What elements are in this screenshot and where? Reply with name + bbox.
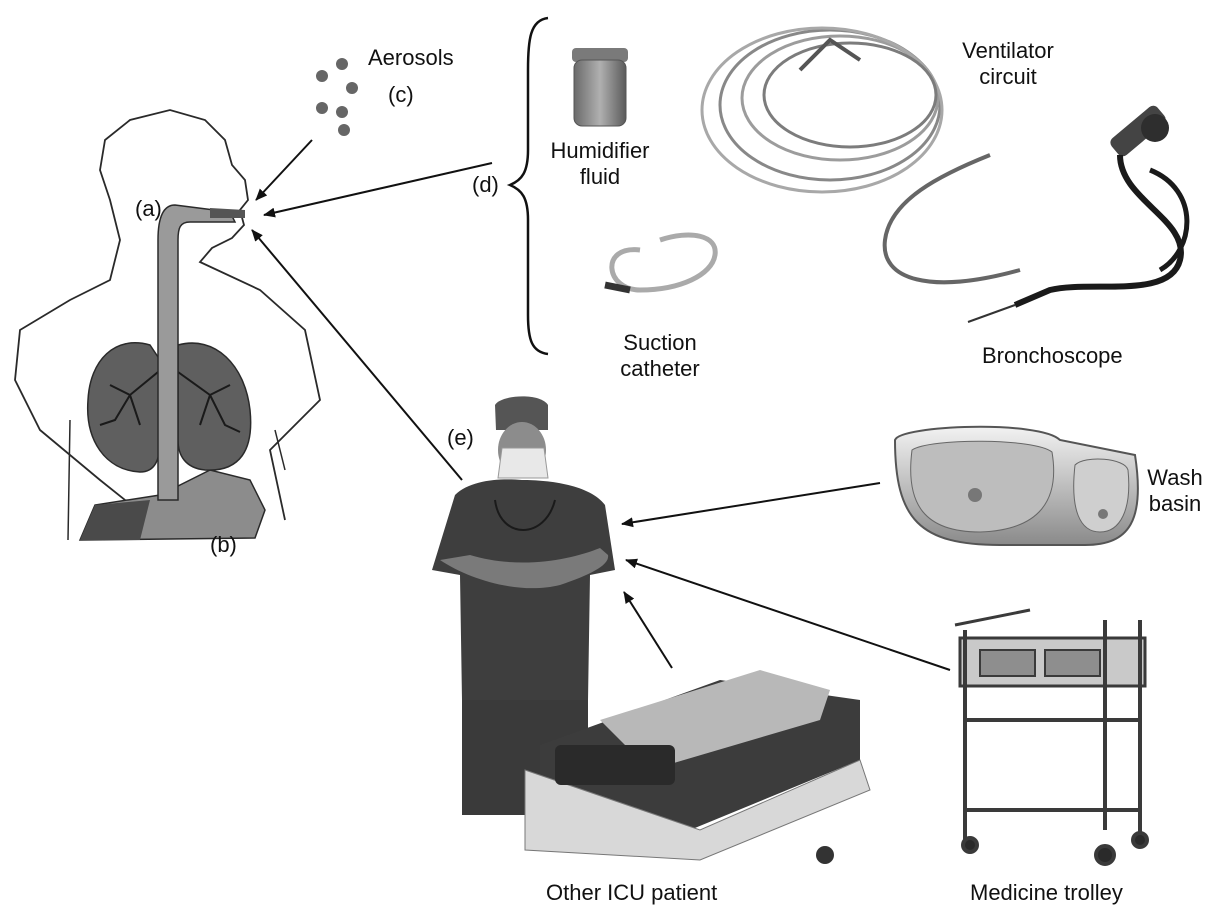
arrow-washbasin-to-staff [622, 483, 880, 524]
humidifier-fluid-image [572, 48, 628, 126]
devices-brace [510, 18, 548, 354]
arrow-devices-to-mouth [264, 163, 492, 215]
label-d: (d) [472, 172, 499, 198]
transmission-arrows [252, 140, 950, 670]
label-a: (a) [135, 196, 162, 222]
aerosol-dot [336, 58, 348, 70]
aerosol-dot [336, 106, 348, 118]
bronchoscope-insertion-tube [885, 155, 1020, 282]
label-aerosols: Aerosols [368, 45, 454, 71]
label-other-icu-patient: Other ICU patient [546, 880, 717, 906]
worker-torso [432, 479, 615, 700]
left-lung [88, 343, 160, 472]
aerosol-dot [346, 82, 358, 94]
label-wash-basin: Wash basin [1140, 465, 1210, 518]
arrow-staff-to-mouth [252, 230, 462, 480]
arrow-trolley-to-staff [626, 560, 950, 670]
bronchoscope-cable [1015, 155, 1181, 305]
wash-basin-image [895, 427, 1138, 545]
aerosol-droplets [316, 58, 358, 136]
arrow-patient-to-staff [624, 592, 672, 668]
basin-small-bowl [1074, 459, 1129, 532]
human-body-illustration [15, 110, 320, 540]
label-humidifier-line1: Humidifier [545, 138, 655, 164]
bronchoscope-tip [968, 305, 1015, 322]
tubing-coil [764, 43, 936, 147]
trolley-wheel [1133, 833, 1147, 847]
label-ventilator-line2: circuit [948, 64, 1068, 90]
trolley-wheel [1096, 846, 1114, 864]
medicine-trolley-image [955, 610, 1147, 864]
ventilator-circuit-image [702, 28, 942, 192]
basin-drain [968, 488, 982, 502]
label-bronchoscope: Bronchoscope [982, 343, 1123, 369]
aerosol-dot [316, 70, 328, 82]
trolley-handle [955, 610, 1030, 625]
aerosol-dot [316, 102, 328, 114]
jar-body [574, 60, 626, 126]
right-lung [178, 343, 251, 470]
label-medicine-trolley: Medicine trolley [970, 880, 1123, 906]
label-ventilator-line1: Ventilator [948, 38, 1068, 64]
label-b: (b) [210, 532, 237, 558]
catheter-connector [605, 285, 630, 290]
suction-catheter-image [605, 235, 715, 290]
bed-side-rail [555, 745, 675, 785]
trolley-drawer [1045, 650, 1100, 676]
bed-wheel [816, 846, 834, 864]
trolley-drawer [980, 650, 1035, 676]
label-humidifier-fluid: Humidifier fluid [545, 138, 655, 191]
label-wash-line2: basin [1140, 491, 1210, 517]
worker-mask [498, 448, 548, 478]
label-wash-line1: Wash [1140, 465, 1210, 491]
stomach-dark [80, 500, 150, 540]
aerosol-dot [338, 124, 350, 136]
label-suction-catheter: Suction catheter [605, 330, 715, 383]
basin-large-bowl [911, 441, 1054, 532]
label-humidifier-line2: fluid [545, 164, 655, 190]
basin-drain [1098, 509, 1108, 519]
label-suction-line2: catheter [605, 356, 715, 382]
label-e: (e) [447, 425, 474, 451]
label-c: (c) [388, 82, 414, 108]
label-ventilator-circuit: Ventilator circuit [948, 38, 1068, 91]
catheter-coil [612, 235, 715, 290]
bronchoscope-eyepiece [1141, 114, 1169, 142]
label-suction-line1: Suction [605, 330, 715, 356]
arrow-aerosols-to-mouth [256, 140, 312, 200]
trolley-wheel [963, 838, 977, 852]
tubing-coil [702, 28, 942, 192]
